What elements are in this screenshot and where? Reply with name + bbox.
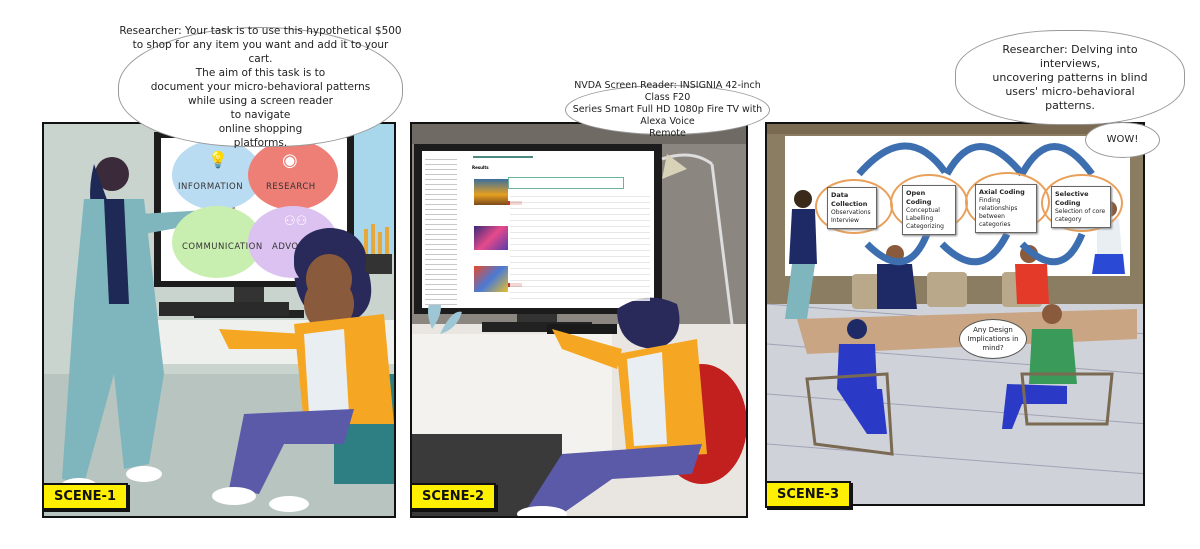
bubble-text: patterns.	[1045, 98, 1095, 112]
step-selective-coding: Selective Coding Selection of core categ…	[1051, 186, 1111, 228]
filter-sidebar	[425, 155, 457, 305]
search-result-highlighted[interactable]	[508, 177, 624, 189]
shopping-page: Results	[422, 151, 654, 308]
scene-2-speech-bubble: NVDA Screen Reader: INSIGNIA 42-inch Cla…	[565, 80, 770, 139]
step-item: Finding relationships between categories	[979, 197, 1018, 228]
scene-3-thought-bubble: Researcher: Delving into interviews, unc…	[955, 30, 1185, 125]
bubble-text: Researcher: Delving into	[1002, 42, 1138, 56]
bubble-text: document your micro-behavioral patterns	[150, 81, 371, 93]
step-data-collection: Data Collection Observations Interview	[827, 187, 877, 229]
people-icon: ⚇⚇	[284, 214, 308, 229]
eye-icon: ◉	[282, 150, 298, 171]
scene-1-speech-bubble: Researcher: Your task is to use this hyp…	[118, 25, 403, 149]
bubble-text: The aim of this task is to	[195, 67, 326, 79]
label-communication: COMMUNICATION	[182, 242, 263, 252]
bubble-text: Series Smart Full HD 1080p Fire TV with …	[572, 104, 763, 127]
step-oval-4	[1041, 174, 1123, 232]
step-title: Data Collection	[831, 191, 868, 208]
step-item: Interview	[831, 217, 859, 224]
label-information: INFORMATION	[178, 182, 244, 192]
step-axial-coding: Axial Coding Finding relationships betwe…	[975, 184, 1037, 233]
product-image-3[interactable]	[474, 266, 508, 292]
bubble-text: online shopping	[218, 123, 303, 135]
step-title: Open Coding	[906, 189, 932, 206]
bubble-text: interviews,	[1039, 56, 1101, 70]
scene-2-label: SCENE-2	[410, 483, 496, 510]
bubble-text: platforms.	[233, 137, 288, 149]
bubble-text: to navigate	[230, 109, 291, 121]
step-item: Selection of core category	[1055, 208, 1106, 223]
bubble-text: Remote	[649, 128, 686, 139]
scene-1-label: SCENE-1	[42, 483, 128, 510]
bubble-text: Any Design	[973, 325, 1013, 334]
step-item: Categorizing	[906, 223, 944, 230]
product-image-1[interactable]	[474, 179, 508, 205]
man-face	[306, 254, 352, 304]
bubble-text: users' micro-behavioral	[1005, 84, 1135, 98]
result-lines	[510, 191, 650, 301]
label-advocacy: ADVO	[272, 242, 299, 252]
scene-1-panel: 💡 ◉ ⚇⚇ INFORMATION RESEARCH COMMUNICATIO…	[42, 122, 396, 518]
step-title: Selective Coding	[1055, 190, 1089, 207]
bubble-text: Implications in	[967, 334, 1019, 343]
bubble-text: mind?	[982, 343, 1004, 352]
scene-2-panel: Results	[410, 122, 748, 518]
scene-3-panel: Data Collection Observations Interview O…	[765, 122, 1145, 506]
lightbulb-icon: 💡	[208, 150, 228, 169]
step-item: Observations	[831, 209, 871, 216]
product-image-2[interactable]	[474, 226, 508, 250]
screen-circle-information	[172, 140, 262, 210]
bubble-text: NVDA Screen Reader: INSIGNIA 42-inch Cla…	[574, 80, 761, 103]
bubble-text: Researcher: Your task is to use this hyp…	[119, 25, 402, 37]
design-question-bubble: Any Design Implications in mind?	[959, 319, 1027, 359]
bubble-text: to shop for any item you want and add it…	[132, 39, 389, 65]
step-open-coding: Open Coding Conceptual Labelling Categor…	[902, 185, 956, 235]
scene-3-label: SCENE-3	[765, 481, 851, 508]
step-item: Conceptual Labelling	[906, 207, 940, 222]
bubble-text: while using a screen reader	[187, 95, 333, 107]
wow-thought-bubble: WOW!	[1085, 122, 1160, 158]
progress-strip	[473, 156, 533, 158]
screen-circle-communication	[172, 206, 262, 278]
screen-circle-research	[248, 140, 338, 210]
step-title: Axial Coding	[979, 188, 1025, 196]
label-research: RESEARCH	[266, 182, 316, 192]
bubble-text: uncovering patterns in blind	[992, 70, 1148, 84]
bubble-text: WOW!	[1106, 134, 1139, 145]
results-heading: Results	[472, 165, 489, 170]
